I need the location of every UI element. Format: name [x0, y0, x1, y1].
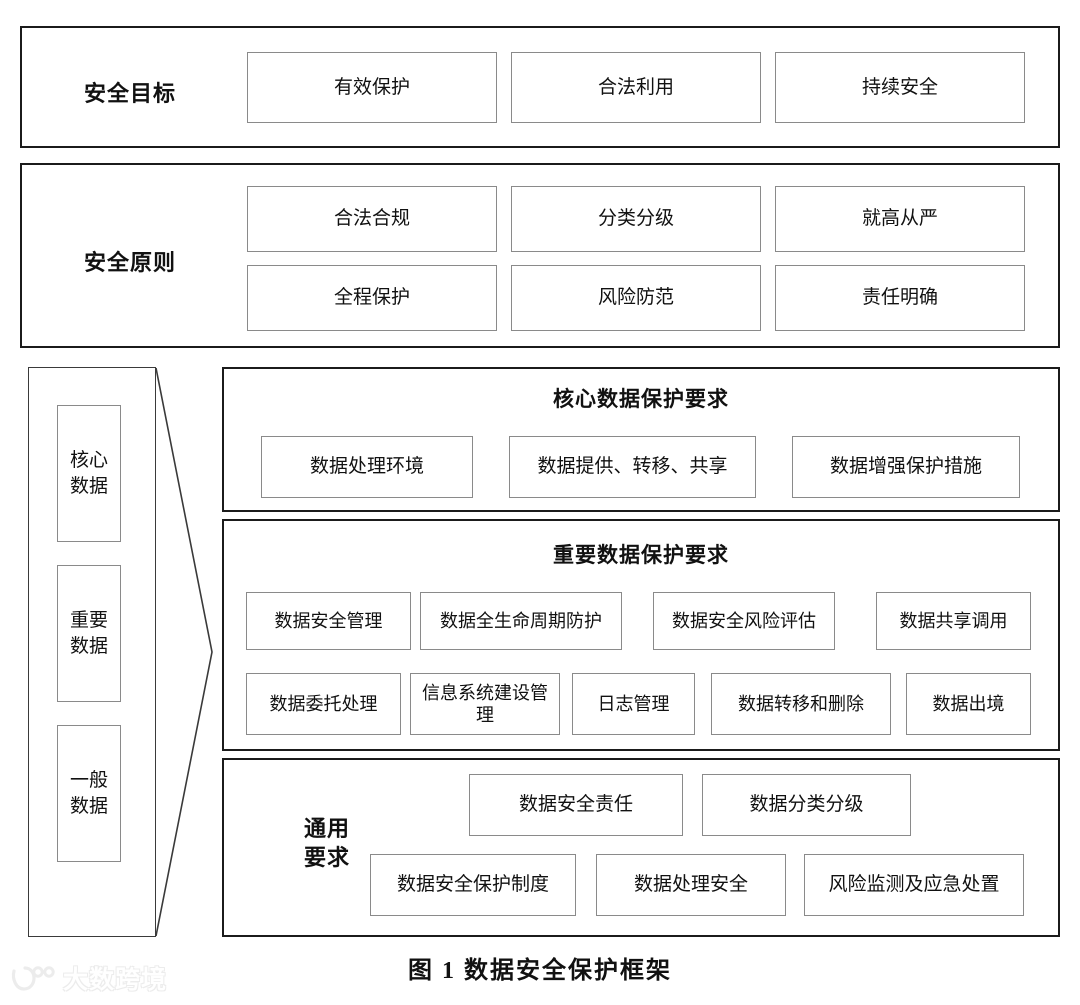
section-important-data-title: 重要数据保护要求 [553, 543, 729, 567]
principle-cell-2: 分类分级 [511, 186, 761, 252]
important-req-cell-2: 数据全生命周期防护 [420, 592, 622, 650]
general-req-cell-3: 数据安全保护制度 [370, 854, 576, 916]
important-req-cell-3: 数据安全风险评估 [653, 592, 835, 650]
logo-icon [11, 966, 55, 991]
principle-cell-5: 风险防范 [511, 265, 761, 331]
principle-cell-4: 全程保护 [247, 265, 497, 331]
band-security-principles: 安全原则 合法合规 分类分级 就高从严 全程保护 风险防范 责任明确 [20, 163, 1060, 348]
goal-cell-1: 有效保护 [247, 52, 497, 123]
classification-label-core: 核心 数据 [69, 449, 108, 497]
important-req-cell-7: 日志管理 [572, 673, 695, 735]
classification-box-core: 核心 数据 [57, 405, 121, 542]
section-general-requirements-label: 通用 要求 [303, 816, 350, 870]
classification-label-important: 重要 数据 [69, 609, 108, 657]
principle-cell-6: 责任明确 [775, 265, 1025, 331]
data-classification-column: 核心 数据 重要 数据 一般 数据 [28, 367, 156, 937]
general-req-cell-1: 数据安全责任 [469, 774, 683, 836]
band-security-goals: 安全目标 有效保护 合法利用 持续安全 [20, 26, 1060, 148]
principle-cell-1: 合法合规 [247, 186, 497, 252]
core-req-cell-3: 数据增强保护措施 [792, 436, 1020, 498]
important-req-cell-4: 数据共享调用 [876, 592, 1031, 650]
important-req-cell-9: 数据出境 [906, 673, 1031, 735]
general-req-cell-4: 数据处理安全 [596, 854, 786, 916]
general-req-cell-2: 数据分类分级 [702, 774, 911, 836]
section-important-data-requirements: 重要数据保护要求 数据安全管理 数据全生命周期防护 数据安全风险评估 数据共享调… [222, 519, 1060, 751]
watermark-brand: 大数跨境 [63, 966, 168, 994]
goal-cell-2: 合法利用 [511, 52, 761, 123]
watermark: 大数跨境 [10, 960, 167, 996]
classification-box-general: 一般 数据 [57, 725, 121, 862]
principle-cell-3: 就高从严 [775, 186, 1025, 252]
core-req-cell-2: 数据提供、转移、共享 [509, 436, 756, 498]
core-req-cell-1: 数据处理环境 [261, 436, 473, 498]
classification-box-important: 重要 数据 [57, 565, 121, 702]
goal-cell-3: 持续安全 [775, 52, 1025, 123]
section-core-data-requirements: 核心数据保护要求 数据处理环境 数据提供、转移、共享 数据增强保护措施 [222, 367, 1060, 512]
section-general-requirements: 通用 要求 数据安全责任 数据分类分级 数据安全保护制度 数据处理安全 风险监测… [222, 758, 1060, 937]
section-core-data-title: 核心数据保护要求 [553, 387, 729, 411]
important-req-cell-5: 数据委托处理 [246, 673, 401, 735]
classification-label-general: 一般 数据 [69, 769, 108, 817]
important-req-cell-8: 数据转移和删除 [711, 673, 891, 735]
band-security-principles-label: 安全原则 [84, 250, 177, 275]
important-req-cell-6: 信息系统建设管理 [410, 673, 560, 735]
band-security-goals-label: 安全目标 [84, 81, 177, 106]
important-req-cell-1: 数据安全管理 [246, 592, 411, 650]
figure-caption: 图 1 数据安全保护框架 [408, 958, 672, 984]
general-req-cell-5: 风险监测及应急处置 [804, 854, 1024, 916]
